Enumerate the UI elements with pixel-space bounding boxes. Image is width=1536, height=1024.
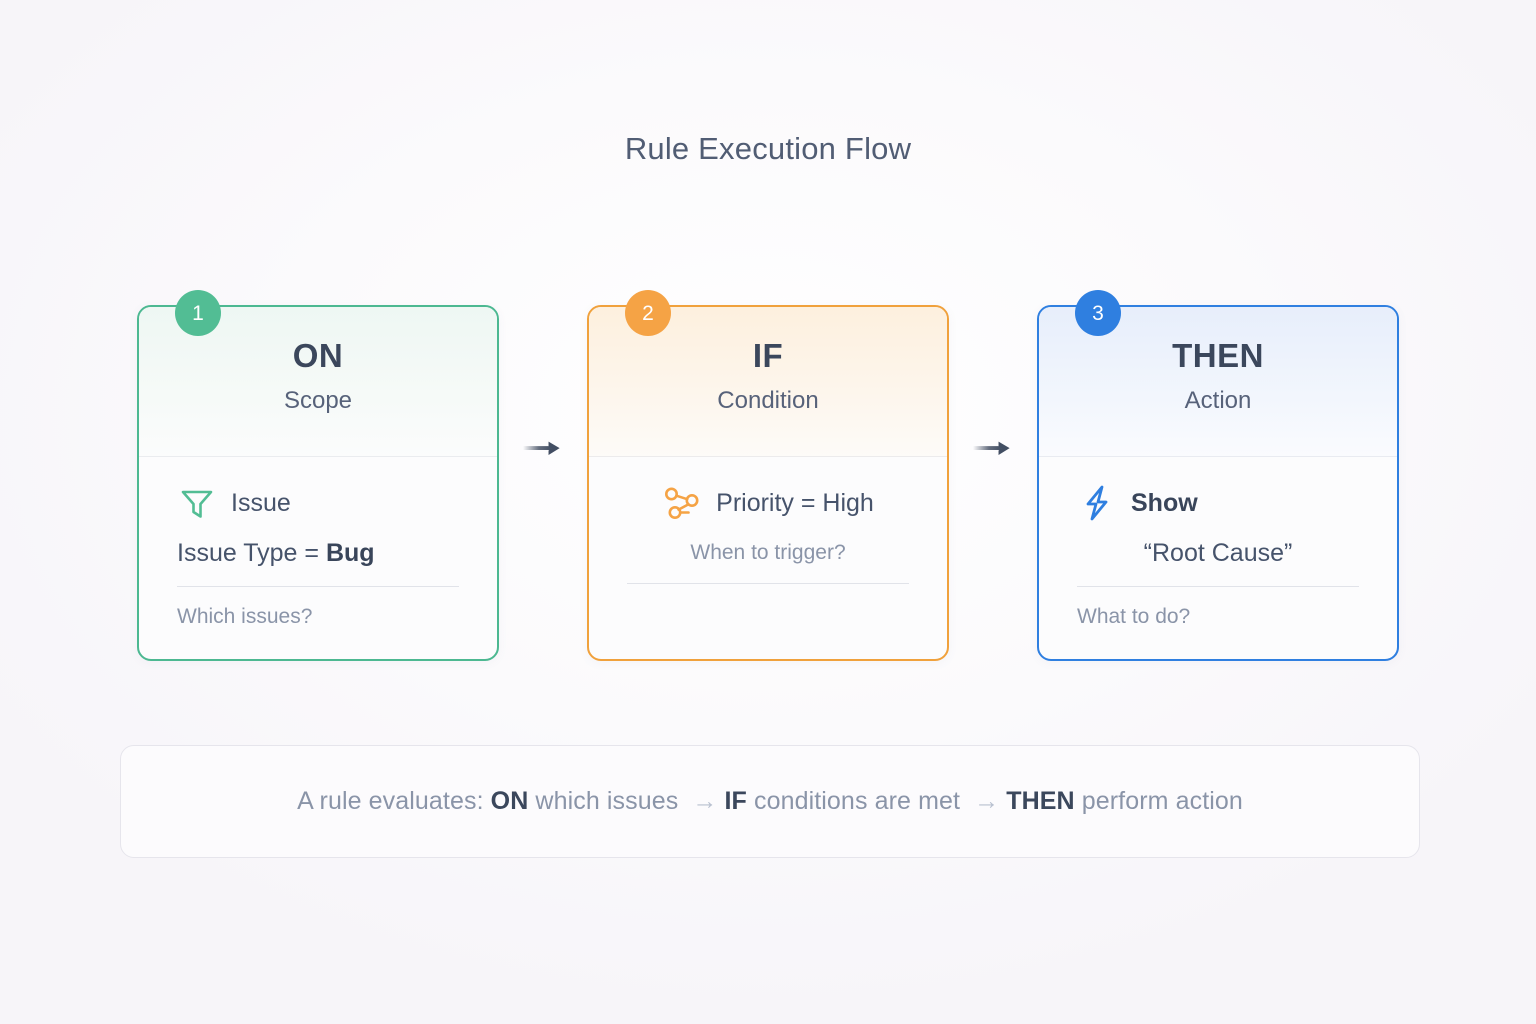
- filter-funnel-icon: [177, 483, 217, 523]
- summary-bar: A rule evaluates: ON which issues →IF co…: [120, 745, 1420, 858]
- card-keyword: ON: [292, 337, 344, 374]
- card-detail-value: Bug: [325, 539, 375, 567]
- card-divider: [1077, 586, 1359, 587]
- summary-keyword-if: IF: [724, 787, 747, 815]
- summary-text-3: perform action: [1074, 787, 1243, 815]
- summary-lead: A rule evaluates:: [297, 787, 491, 815]
- arrow-right-icon: →: [974, 787, 1000, 815]
- summary-keyword-then: THEN: [1006, 787, 1075, 815]
- card-subtitle: Action: [1184, 386, 1252, 414]
- lightning-bolt-icon: [1077, 483, 1117, 523]
- card-spacer: [627, 584, 909, 659]
- summary-text-1: which issues: [528, 787, 686, 815]
- rule-card-on[interactable]: 1 ON Scope Issue Issue Type = Bug Which …: [137, 290, 499, 661]
- card-detail-row: “Root Cause”: [1143, 539, 1293, 567]
- page-title: Rule Execution Flow: [624, 131, 912, 166]
- card-primary-row: Show: [1077, 483, 1359, 523]
- node-graph-icon: [662, 483, 702, 523]
- card-body-if: Priority = High When to trigger?: [589, 457, 947, 659]
- arrow-right-icon: [973, 440, 1013, 470]
- summary-keyword-on: ON: [490, 787, 529, 815]
- card-subtitle: Condition: [717, 386, 819, 414]
- card-primary-text: Show: [1131, 488, 1198, 517]
- card-primary-text: Issue: [231, 488, 291, 517]
- card-primary-row: Priority = High: [627, 483, 909, 523]
- card-hint: When to trigger?: [690, 541, 846, 564]
- card-keyword: IF: [752, 337, 784, 374]
- flow-arrow-2: [949, 305, 1037, 661]
- card-primary-row: Issue: [177, 483, 459, 523]
- rule-flow-row: 1 ON Scope Issue Issue Type = Bug Which …: [137, 290, 1400, 661]
- step-badge-1: 1: [175, 290, 221, 336]
- step-badge-3: 3: [1075, 290, 1121, 336]
- rule-card-then[interactable]: 3 THEN Action Show “Root Cause” What to …: [1037, 290, 1399, 661]
- card-hint: Which issues?: [177, 605, 313, 628]
- card-subtitle: Scope: [283, 386, 353, 414]
- summary-text-2: conditions are met: [746, 787, 968, 815]
- card-detail-prefix: Issue Type =: [177, 539, 326, 567]
- card-body-on: Issue Issue Type = Bug Which issues?: [139, 457, 497, 659]
- arrow-right-icon: [523, 440, 563, 470]
- card-keyword: THEN: [1172, 337, 1264, 374]
- arrow-right-icon: →: [692, 787, 718, 815]
- rule-card-if[interactable]: 2 IF Condition: [587, 290, 949, 661]
- card-primary-text: Priority = High: [716, 488, 874, 517]
- card-divider: [627, 583, 909, 584]
- card-header-if: IF Condition: [589, 307, 947, 457]
- card-body-then: Show “Root Cause” What to do?: [1039, 457, 1397, 659]
- card-divider: [177, 586, 459, 587]
- step-badge-2: 2: [625, 290, 671, 336]
- card-detail-row: Issue Type = Bug: [177, 539, 459, 568]
- summary-text: A rule evaluates: ON which issues →IF co…: [297, 787, 1243, 816]
- flow-arrow-1: [499, 305, 587, 661]
- card-hint: What to do?: [1077, 605, 1191, 628]
